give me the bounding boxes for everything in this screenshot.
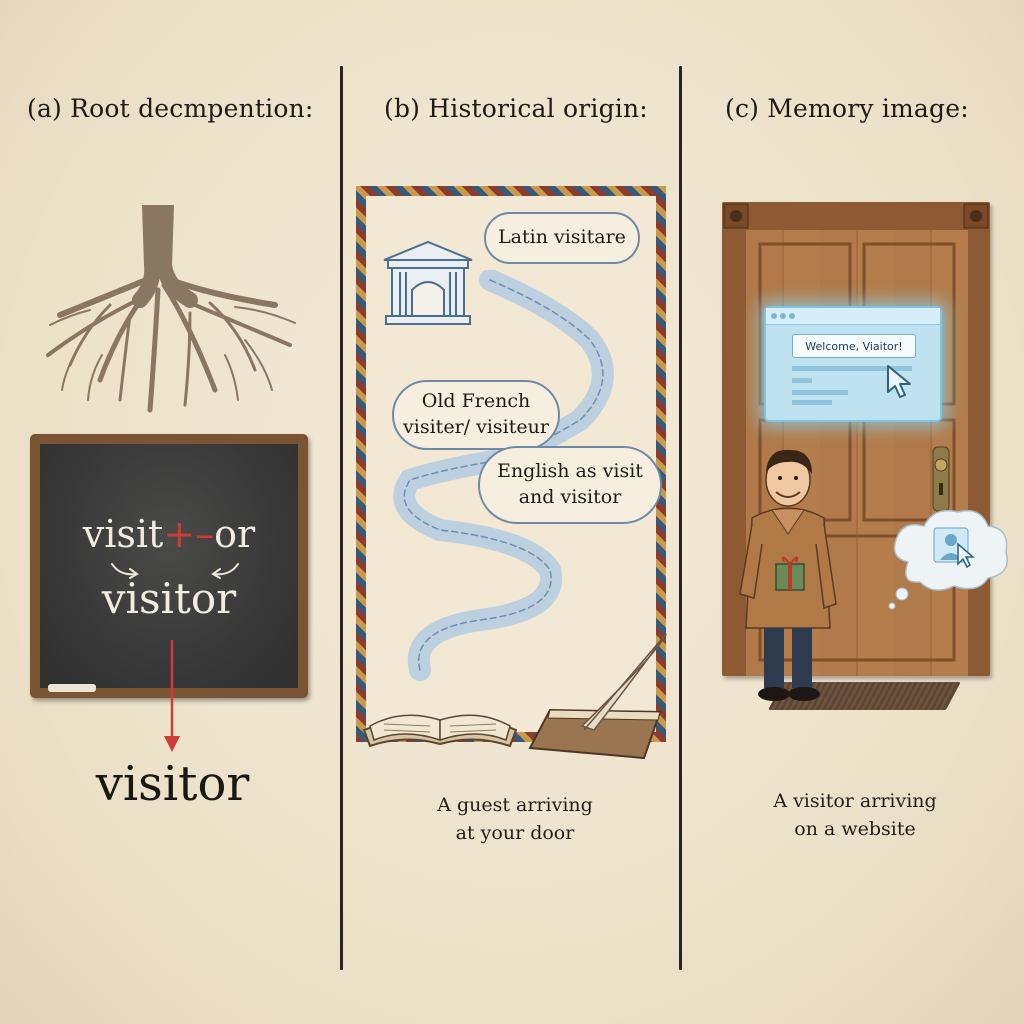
panel-b-heading: (b) Historical origin: bbox=[384, 94, 648, 123]
bubble-latin: Latin visitare bbox=[484, 212, 640, 264]
scroll-ribbon-icon bbox=[393, 270, 614, 681]
chalkboard: visit+–or visitor bbox=[30, 434, 308, 698]
chalk-equation: visit+–or bbox=[58, 512, 280, 556]
chalk-root: visit bbox=[82, 512, 164, 556]
door-lintel-studs bbox=[723, 203, 989, 229]
browser-title-bar bbox=[766, 308, 940, 325]
website-window: Welcome, Viaitor! bbox=[764, 306, 942, 422]
bubble-old-french: Old French visiter/ visiteur bbox=[392, 380, 560, 450]
panel-b-caption: A guest arriving at your door bbox=[390, 792, 640, 847]
bubble-english: English as visit and visitor bbox=[478, 446, 662, 524]
panel-b-caption-line1: A guest arriving bbox=[437, 794, 593, 816]
panel-divider-left bbox=[340, 66, 343, 970]
chalk-stick bbox=[48, 684, 96, 692]
bubble-french-line2: visiter/ visiteur bbox=[403, 416, 549, 438]
bubble-english-line1: English as visit bbox=[497, 460, 643, 483]
chalk-suffix: or bbox=[214, 512, 256, 556]
bubble-french-line1: Old French bbox=[421, 390, 531, 413]
red-down-arrow-icon bbox=[164, 640, 180, 752]
open-book-icon bbox=[362, 714, 518, 748]
panel-a-heading: (a) Root decmpention: bbox=[27, 94, 314, 123]
temple-icon bbox=[383, 240, 473, 325]
panel-b-caption-line2: at your door bbox=[455, 821, 575, 844]
cursor-icon bbox=[887, 365, 911, 398]
panel-c-caption-line2: on a website bbox=[794, 817, 916, 840]
panel-c-caption: A visitor arriving on a website bbox=[740, 788, 970, 843]
chalkboard-surface bbox=[40, 444, 298, 688]
final-word: visitor bbox=[95, 756, 250, 812]
panel-c-heading: (c) Memory image: bbox=[725, 94, 969, 123]
gift-icon bbox=[775, 556, 805, 591]
quill-book-icon bbox=[528, 633, 667, 760]
door-knob-icon bbox=[932, 446, 950, 512]
thought-cloud-icon bbox=[888, 509, 1008, 610]
tree-roots-icon bbox=[46, 205, 296, 413]
chalk-plus-sign: +– bbox=[163, 512, 215, 556]
panel-c-caption-line1: A visitor arriving bbox=[773, 790, 937, 812]
window-dots-icon bbox=[771, 313, 795, 319]
chalk-result: visitor bbox=[101, 574, 237, 623]
chalk-arrow-icon bbox=[111, 563, 239, 579]
bubble-english-line2: and visitor bbox=[518, 486, 622, 508]
panel-divider-right bbox=[679, 66, 682, 970]
welcome-message: Welcome, Viaitor! bbox=[792, 334, 916, 358]
content-lines bbox=[792, 366, 912, 405]
